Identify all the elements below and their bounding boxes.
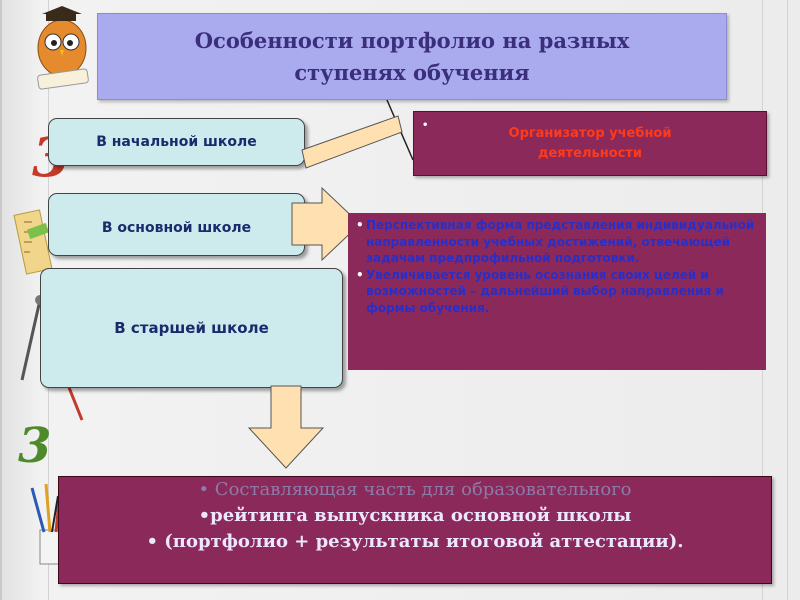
details-bullet: • — [356, 217, 364, 234]
arrow-down — [249, 386, 323, 468]
details-item: • Увеличивается уровень осознания своих … — [354, 267, 760, 317]
bottom-line-1: • Составляющая часть для образовательног… — [59, 477, 771, 503]
details-text: Перспективная форма представления индиви… — [366, 218, 754, 265]
details-item: • Перспективная форма представления инди… — [354, 217, 760, 267]
organizer-box: • Организатор учебной деятельности — [413, 111, 767, 176]
organizer-bullet: • — [422, 116, 428, 136]
details-text: Увеличивается уровень осознания своих це… — [366, 268, 724, 315]
bottom-box: • Составляющая часть для образовательног… — [58, 476, 772, 584]
bottom-line-3: • (портфолио + результаты итоговой аттес… — [59, 529, 771, 555]
details-box: • Перспективная форма представления инди… — [348, 213, 766, 370]
arrow-primary — [302, 116, 402, 168]
details-bullet: • — [356, 267, 364, 284]
bottom-line-2: •рейтинга выпускника основной школы — [59, 503, 771, 529]
organizer-text: Организатор учебной деятельности — [480, 124, 700, 164]
